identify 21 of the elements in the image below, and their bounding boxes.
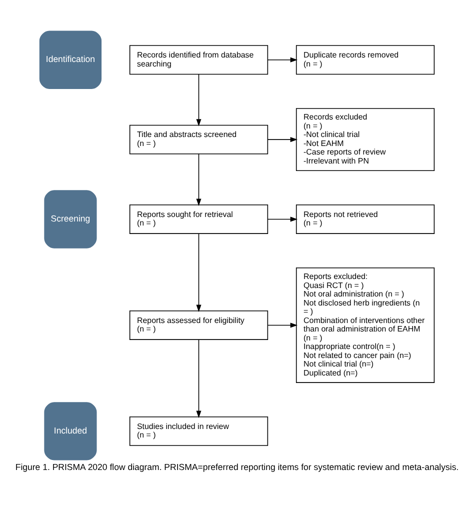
caption: Figure 1. PRISMA 2020 flow diagram. PRISMA=preferred reporting items for systematic review and meta-analysis.: [15, 462, 459, 472]
arrow: [267, 56, 298, 62]
node-box: Reports not retrieved (n = ): [296, 204, 435, 234]
node-box: Identification: [39, 30, 102, 88]
node-box: Reports sought for retrieval (n = ): [129, 204, 268, 234]
arrow: [196, 153, 202, 206]
node-box: Records identified from database searching: [129, 44, 268, 74]
arrow: [267, 136, 298, 142]
node-box: Records excluded (n = ) -Not clinical trial -Not EAHM -Case reports of review -Irrelevant with PN: [296, 108, 435, 171]
node-box: Included: [44, 402, 97, 460]
arrow: [196, 73, 202, 126]
node-box: Reports excluded: Quasi RCT (n = ) Not oral administration (n = ) Not disclosed herb ingredients (n = ) Combination of interventions other than oral administration of EAHM (n = ) Inappropriate control(n = ) Not related to cancer pain (n=) Not clinical trial (n=) Duplicated (n=): [296, 266, 435, 382]
arrow: [196, 338, 202, 418]
node-box: Reports assessed for eligibility (n = ): [129, 310, 268, 340]
node-box: Screening: [44, 190, 97, 248]
node-box: Studies included in review (n = ): [129, 416, 268, 446]
node-box: Title and abstracts screened (n = ): [129, 124, 268, 154]
node-box: Duplicate records removed (n = ): [296, 44, 435, 74]
arrow: [196, 232, 202, 312]
arrow: [267, 322, 298, 328]
arrow: [267, 216, 298, 222]
